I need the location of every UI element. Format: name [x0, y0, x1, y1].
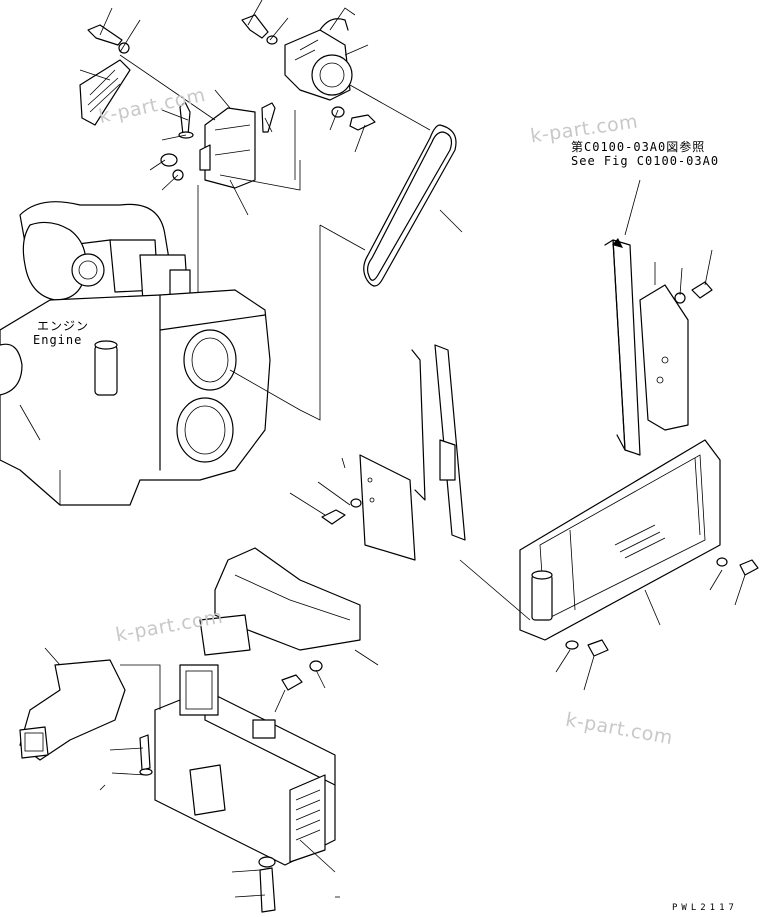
condenser-assembly — [321, 344, 759, 657]
reference-note-en: See Fig C0100-03A0 — [571, 154, 720, 168]
v-belt — [229, 84, 457, 421]
engine-block — [0, 201, 271, 506]
leader-lines — [44, 0, 746, 898]
drawing-code: PWL2117 — [672, 903, 738, 913]
engine-label-jp: エンジン — [37, 319, 90, 333]
reference-note-jp: 第C0100-03A0図参照 — [571, 140, 706, 154]
condenser-bracket-upper — [604, 179, 713, 456]
heater-unit — [19, 547, 361, 913]
engine-label-en: Engine — [33, 333, 83, 347]
compressor-bracket — [79, 14, 376, 292]
